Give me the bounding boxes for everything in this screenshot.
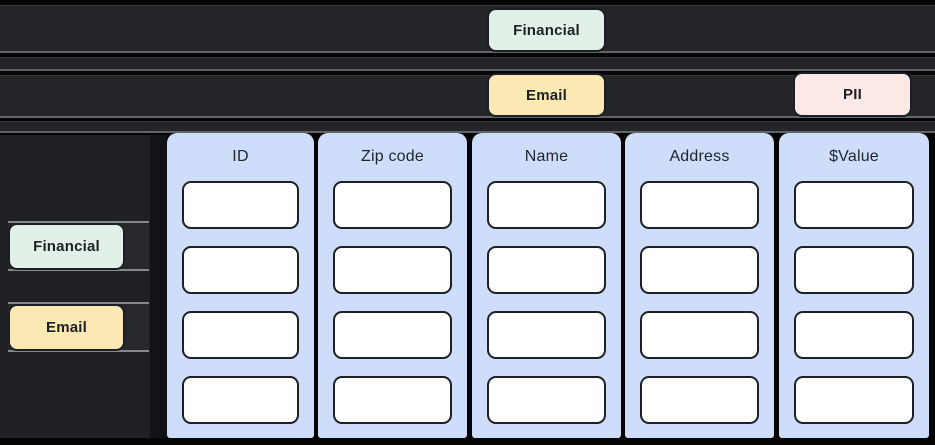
tag-financial-left[interactable]: Financial (8, 223, 125, 270)
table-cell (182, 376, 299, 424)
table-column-address: Address (625, 133, 774, 438)
table-cell (333, 181, 452, 229)
background-row-band-2 (0, 57, 935, 71)
column-header-zip-code: Zip code (361, 148, 424, 165)
table-cell (640, 311, 759, 359)
table-cell (487, 311, 606, 359)
table-cell (333, 311, 452, 359)
table-cell (333, 376, 452, 424)
table-cell (487, 246, 606, 294)
left-panel-edge (150, 135, 167, 438)
tag-financial-top[interactable]: Financial (487, 8, 606, 52)
table-cell (182, 311, 299, 359)
table-cell (182, 181, 299, 229)
table-cell (182, 246, 299, 294)
table-cell (794, 246, 914, 294)
tag-email-top[interactable]: Email (487, 73, 606, 117)
table-cell (640, 181, 759, 229)
left-panel (0, 135, 150, 438)
table-cell (794, 376, 914, 424)
table-column-value: $Value (779, 133, 929, 438)
table-column-zip-code: Zip code (318, 133, 467, 438)
background-row-band-1 (0, 5, 935, 53)
column-header-value: $Value (829, 148, 879, 165)
tag-pii-top[interactable]: PII (793, 72, 912, 117)
table-column-id: ID (167, 133, 314, 438)
table-cell (640, 376, 759, 424)
table-cell (487, 376, 606, 424)
column-header-id: ID (232, 148, 249, 165)
table-cell (640, 246, 759, 294)
table-cell (794, 311, 914, 359)
table-cell (333, 246, 452, 294)
tag-email-left[interactable]: Email (8, 304, 125, 351)
table-column-name: Name (472, 133, 621, 438)
background-row-band-3 (0, 75, 935, 118)
table-cell (794, 181, 914, 229)
table-cell (487, 181, 606, 229)
column-header-address: Address (669, 148, 730, 165)
column-header-name: Name (524, 148, 569, 165)
background-row-band-4 (0, 121, 935, 133)
